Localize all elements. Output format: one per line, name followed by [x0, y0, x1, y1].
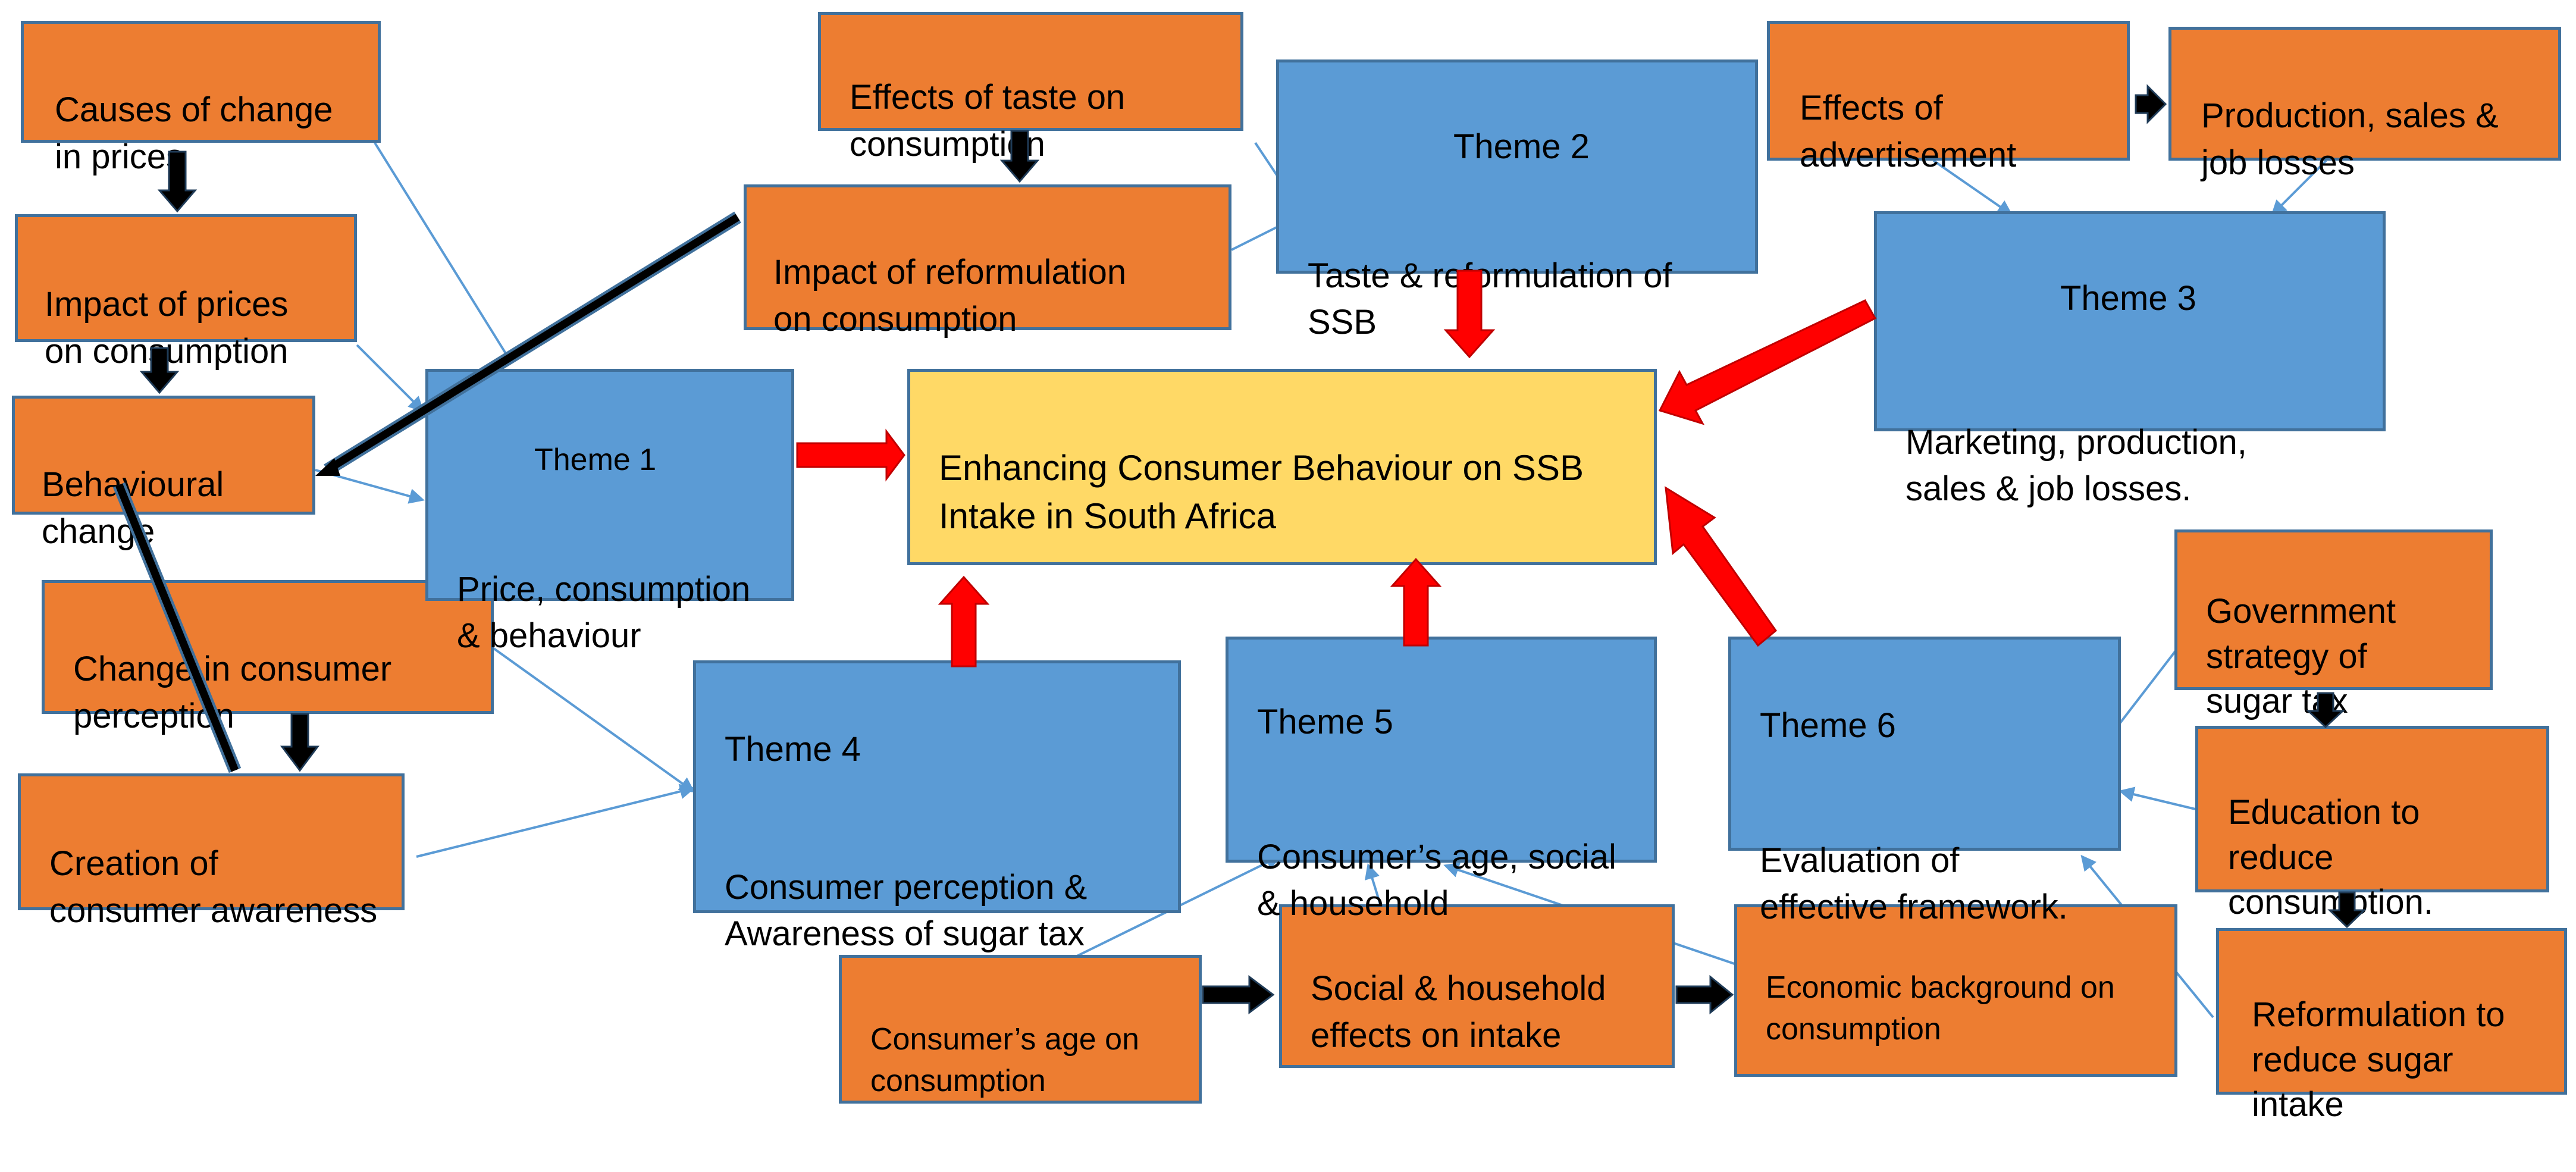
theme-title: Theme 4 — [725, 730, 861, 769]
central-goal-box: Enhancing Consumer Behaviour on SSB Inta… — [907, 369, 1657, 565]
connector-layer — [315, 142, 2327, 1019]
factor-label: Social & household effects on intake — [1311, 969, 1606, 1055]
central-goal-title: Enhancing Consumer Behaviour on SSB Inta… — [939, 448, 1584, 536]
theme-description: Taste & reformulation of SSB — [1308, 256, 1672, 342]
link-production-to-theme3 — [2271, 159, 2327, 216]
theme-title: Theme 3 — [2060, 279, 2196, 318]
factor-label: Impact of reformulation on consumption — [773, 253, 1127, 339]
link-perception-to-theme4 — [493, 647, 695, 793]
theme-description: Marketing, production, sales & job losse… — [1906, 422, 2247, 509]
red-arrow-theme6-to-goal — [1665, 486, 1778, 647]
factor-education-to-reduce: Education to reduce consumption. — [2195, 726, 2549, 922]
black-arrow-age-to-social — [1202, 975, 1275, 1014]
theme-description: Evaluation of effective framework. — [1760, 841, 2068, 927]
black-arrow-advertisement-to-production — [2135, 84, 2167, 124]
theme-2-box: Theme 2 Taste & reformulation of SSB — [1276, 59, 1758, 341]
theme-1-box: Theme 1 Price, consumption & behaviour — [425, 369, 794, 655]
theme-title: Theme 5 — [1257, 703, 1393, 742]
link-advertisement-to-theme3 — [1932, 159, 2013, 216]
red-arrow-theme3-to-goal — [1658, 299, 1877, 425]
factor-production-sales-job-losses: Production, sales & job losses — [2168, 27, 2561, 182]
link-reformulation-to-theme2 — [1231, 225, 1280, 251]
red-arrow-theme2-to-goal — [1443, 270, 1496, 359]
theme-title: Theme 1 — [534, 443, 657, 478]
theme-description: Price, consumption & behaviour — [457, 569, 751, 656]
factor-reformulation-to-reduce-sugar: Reformulation to reduce sugar intake — [2216, 928, 2567, 1124]
factor-causes-of-change-in-prices: Causes of change in prices — [21, 21, 381, 176]
link-impact-prices-to-theme1 — [356, 344, 424, 412]
factor-behavioural-change: Behavioural change — [12, 396, 315, 551]
factor-label: Reformulation to reduce sugar intake — [2252, 995, 2505, 1124]
red-arrow-theme1-to-goal — [796, 428, 905, 482]
black-link-reformulation-to-behavioural — [315, 211, 741, 476]
arrow-layer — [112, 84, 2367, 1015]
black-arrow-causes-to-impact — [157, 151, 198, 213]
theme-5-box: Theme 5 Consumer’s age, social & househo… — [1226, 637, 1657, 923]
factor-label: Education to reduce consumption. — [2228, 793, 2433, 922]
link-awareness-to-theme4 — [416, 784, 695, 858]
factor-consumers-age: Consumer’s age on consumption — [839, 955, 1202, 1104]
factor-label: Creation of consumer awareness — [49, 844, 378, 930]
link-theme2-top — [1254, 142, 1280, 180]
factor-social-household-effects: Social & household effects on intake — [1279, 904, 1675, 1068]
factor-change-in-consumer-perception: Change in consumer perception — [42, 580, 494, 735]
link-govt-to-theme6 — [2117, 647, 2179, 727]
factor-impact-of-prices: Impact of prices on consumption — [15, 214, 357, 371]
theme-title: Theme 2 — [1453, 127, 1590, 167]
theme-description: Consumer’s age, social & household — [1257, 837, 1616, 923]
link-education-to-theme6 — [2119, 786, 2196, 810]
black-arrow-taste-to-reformulation — [999, 130, 1040, 183]
black-arrow-perception-to-awareness — [280, 713, 319, 772]
factor-effects-of-taste: Effects of taste on consumption — [818, 12, 1243, 164]
factor-label: Effects of advertisement — [1800, 89, 2017, 174]
theme-description: Consumer perception & Awareness of sugar… — [725, 867, 1088, 954]
factor-label: Production, sales & job losses — [2201, 96, 2499, 182]
black-arrow-govt-to-education — [2306, 692, 2345, 729]
link-causes-to-theme1 — [374, 142, 513, 364]
factor-economic-background: Economic background on consumption — [1734, 904, 2177, 1077]
red-arrow-theme4-to-goal — [938, 575, 990, 668]
factor-impact-of-reformulation: Impact of reformulation on consumption — [744, 184, 1231, 339]
theme-6-box: Theme 6 Evaluation of effective framewor… — [1728, 637, 2121, 926]
factor-label: Causes of change in prices — [55, 90, 333, 176]
factor-government-strategy: Government strategy of sugar tax — [2174, 529, 2493, 720]
theme-3-box: Theme 3 Marketing, production, sales & j… — [1874, 211, 2386, 508]
black-arrow-social-to-economic — [1675, 974, 1734, 1015]
black-arrow-impact-to-behavioural — [139, 347, 180, 394]
black-arrow-education-to-reformulation — [2327, 891, 2367, 929]
factor-creation-of-consumer-awareness: Creation of consumer awareness — [18, 773, 405, 930]
factor-label: Consumer’s age on consumption — [870, 1022, 1139, 1099]
factor-label: Government strategy of sugar tax — [2206, 592, 2396, 721]
link-social-to-theme5 — [1365, 863, 1381, 905]
theme-title: Theme 6 — [1760, 706, 1896, 745]
red-arrow-theme5-to-goal — [1390, 557, 1442, 647]
factor-label: Economic background on consumption — [1766, 970, 2115, 1047]
black-link-awareness-to-behavioural — [112, 482, 242, 773]
factor-label: Impact of prices on consumption — [45, 285, 289, 371]
factor-effects-of-advertisement: Effects of advertisement — [1767, 21, 2130, 174]
theme-4-box: Theme 4 Consumer perception & Awareness … — [693, 660, 1181, 953]
concept-diagram: Causes of change in prices Impact of pri… — [12, 12, 2567, 1124]
